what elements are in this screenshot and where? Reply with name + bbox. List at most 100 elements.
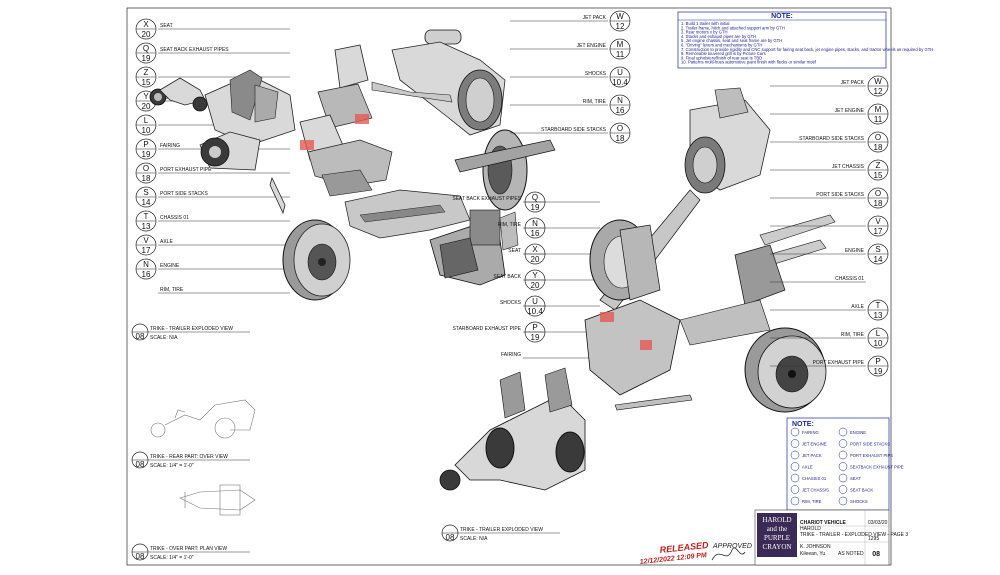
callout-label: SEAT xyxy=(508,248,521,254)
tb-owner: HAROLD xyxy=(800,526,821,532)
right-wheel xyxy=(744,327,827,413)
callout-label: PORT SIDE STACKS xyxy=(160,191,208,197)
tb-drawn-by: K. JOHNSON xyxy=(800,544,831,550)
tb-project: CHARIOT VEHICLE xyxy=(800,520,847,526)
note-line: 1. Build 1 trailer with initial xyxy=(681,21,729,26)
note-line: 10. Patterns multi-hues automotive paint… xyxy=(681,60,817,65)
callout-num: 17 xyxy=(874,227,883,236)
note-line: 5. Jet engine chassis, seat and seat fra… xyxy=(681,38,782,43)
legend-bubble xyxy=(838,462,848,471)
callout-num: 16 xyxy=(616,106,625,115)
callout-num: 12 xyxy=(874,87,883,96)
legend-item: SEAT BACK xyxy=(850,488,873,493)
approved-stamp: APPROVED xyxy=(711,543,752,561)
callout-id: O xyxy=(617,124,623,133)
callout-num: 11 xyxy=(616,50,625,59)
legend-item: CHASSIS 01 xyxy=(802,476,827,481)
callout-label: JET PACK xyxy=(841,80,865,86)
callout-label: SEAT BACK xyxy=(493,274,521,280)
view-scale-text: SCALE: N/A xyxy=(460,536,488,542)
callout-label: FAIRING xyxy=(160,143,180,149)
callout-label: SEAT BACK EXHAUST PIPES xyxy=(452,196,521,202)
tb-scale: AS NOTED xyxy=(838,551,864,557)
callout-id: S xyxy=(875,245,880,254)
callout-label: PORT EXHAUST PIPE xyxy=(160,167,212,173)
callout-id: T xyxy=(876,301,881,310)
callout-label: AXLE xyxy=(851,304,864,310)
legend-item: JET PACK xyxy=(802,453,822,458)
legend-bubble xyxy=(790,496,800,506)
view-scale-text: SCALE: 1/4" = 1'-0" xyxy=(150,463,194,469)
view-title-text: TRIKE - REAR PART: OVER VIEW xyxy=(150,454,228,460)
approved-label: APPROVED xyxy=(712,543,752,550)
jet-assembly-middle xyxy=(371,29,556,211)
callout-id: Y xyxy=(143,92,149,101)
callout-num: 13 xyxy=(874,311,883,320)
callout-item: RIM, TIRE xyxy=(158,287,290,294)
callout-label: STARBOARD EXHAUST PIPE xyxy=(453,326,522,332)
logo-block xyxy=(757,513,797,557)
note-line: 3. Rear motors x by GTH xyxy=(681,30,728,35)
legend-item: SEAT xyxy=(850,476,861,481)
callout-label: CHASSIS 01 xyxy=(835,276,864,282)
callout-id: O xyxy=(875,189,881,198)
callout-id: N xyxy=(532,219,538,228)
view-scale-text: SCALE: 1/4" = 1'-0" xyxy=(150,555,194,561)
tb-date: 03/03/20 xyxy=(868,520,888,526)
legend-bubble xyxy=(790,427,800,437)
callout-item: FAIRING xyxy=(501,352,600,359)
callout-num: 18 xyxy=(616,134,625,143)
callout-num: 16 xyxy=(142,270,151,279)
view-title: 08 TRIKE - REAR PART: OVER VIEW SCALE: 1/4… xyxy=(131,451,250,469)
callout-num: 19 xyxy=(142,150,151,159)
legend-item: SEATBACK EXHAUST PIPE xyxy=(850,465,904,470)
view-number: 08 xyxy=(136,460,145,469)
legend-item: PORT SIDE STACKS xyxy=(850,442,890,447)
right-assembly-view xyxy=(584,87,836,413)
callout-id: N xyxy=(617,96,623,105)
legend-bubble xyxy=(790,485,800,494)
logo-line: CRAYON xyxy=(763,543,792,551)
callout-item: N16 RIM, TIRE xyxy=(510,94,631,116)
callout-label: RIM, TIRE xyxy=(583,99,607,105)
note-line: 9. Final upholstery/finish of rear seat … xyxy=(681,55,762,60)
callout-num: 17 xyxy=(142,246,151,255)
left-wheel xyxy=(282,219,351,301)
note-line: 4. Stacks and exhaust pipes are by GTH xyxy=(681,34,756,39)
left-exploded-view xyxy=(149,44,519,301)
callout-id: L xyxy=(144,116,149,125)
callout-id: P xyxy=(875,357,880,366)
callout-label: JET ENGINE xyxy=(835,108,865,114)
legend-bubble xyxy=(790,450,800,460)
callout-label: AXLE xyxy=(160,239,173,245)
tb-sheet: 08 xyxy=(872,551,880,558)
callout-id: T xyxy=(144,212,149,221)
legend-item: JET CHASSIS xyxy=(802,488,829,493)
legend-bubble xyxy=(838,439,848,448)
callout-label: SEAT BACK EXHAUST PIPES xyxy=(160,47,229,53)
callout-id: V xyxy=(875,217,881,226)
plan-overview-sketch xyxy=(179,484,256,516)
callout-id: M xyxy=(617,40,624,49)
callout-label: SEAT xyxy=(160,23,173,29)
legend-bubble xyxy=(790,462,800,471)
legend-item: RIM, TIRE xyxy=(802,499,822,504)
callout-id: S xyxy=(143,188,148,197)
tb-desc: TRIKE - TRAILER - EXPLODED VIEW - PAGE 3 xyxy=(800,532,908,538)
rear-overview-sketch xyxy=(150,399,256,439)
